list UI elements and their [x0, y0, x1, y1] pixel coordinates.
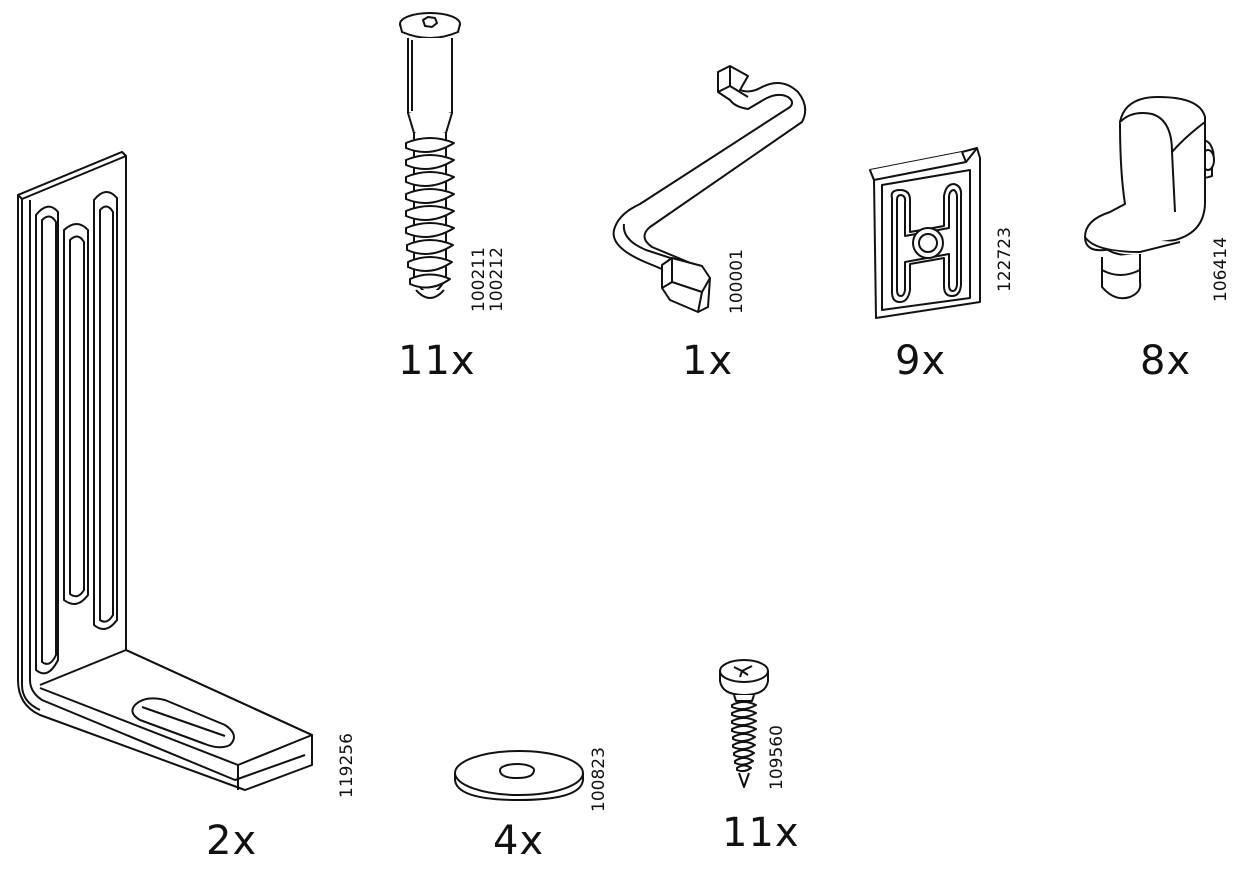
quantity-label: 11x	[722, 810, 800, 856]
quantity-label: 8x	[1140, 338, 1192, 384]
part-code: 109560	[767, 725, 787, 790]
part-code: 100823	[589, 747, 609, 812]
angle-bracket-icon	[0, 140, 330, 800]
cam-screw-icon	[390, 8, 470, 313]
wood-screw-icon	[712, 655, 782, 795]
part-code: 106414	[1211, 237, 1231, 302]
mounting-plate-icon	[862, 140, 987, 325]
quantity-label: 2x	[206, 818, 258, 864]
part-code: 100001	[727, 249, 747, 314]
quantity-label: 1x	[682, 338, 734, 384]
allen-key-icon	[600, 62, 815, 317]
part-code: 119256	[337, 733, 357, 798]
quantity-label: 11x	[398, 338, 476, 384]
angle-bracket-part	[0, 140, 330, 800]
shelf-support-part	[1080, 92, 1220, 302]
part-code: 122723	[995, 227, 1015, 292]
quantity-label: 4x	[493, 818, 545, 864]
wood-screw-part	[712, 655, 782, 795]
washer-part	[452, 748, 587, 803]
washer-icon	[452, 748, 587, 803]
cam-screw-part	[390, 8, 470, 313]
shelf-support-icon	[1080, 92, 1220, 302]
allen-key-part	[600, 62, 815, 317]
part-code: 100212	[487, 247, 507, 312]
quantity-label: 9x	[895, 338, 947, 384]
mounting-plate-part	[862, 140, 987, 325]
part-code: 100211	[469, 247, 489, 312]
